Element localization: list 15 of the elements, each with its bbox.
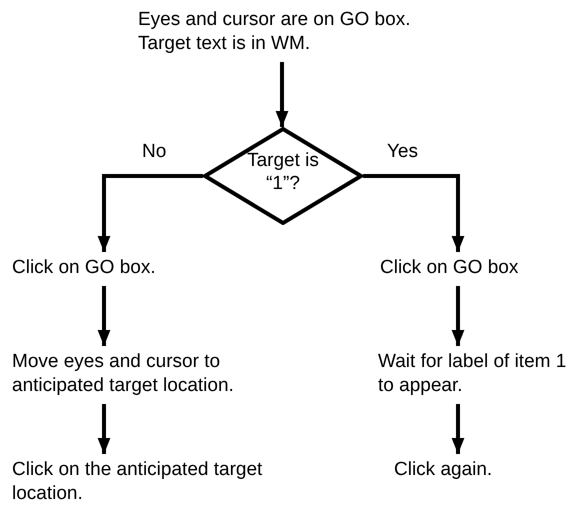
- arrow: [98, 404, 110, 454]
- arrow: [276, 62, 288, 127]
- arrow: [452, 286, 464, 346]
- step-text: Click on the anticipated target location.: [12, 458, 264, 506]
- step-text: Move eyes and cursor to anticipated target location.: [12, 350, 235, 398]
- arrow: [452, 404, 464, 454]
- decision-text: Target is “1”?: [247, 149, 319, 195]
- arrow: [98, 174, 203, 252]
- step-text: Click on GO box: [380, 256, 520, 280]
- step-text: Click again.: [394, 458, 494, 482]
- step-text: Eyes and cursor are on GO box. Target text is in WM.: [138, 8, 412, 56]
- step-text: Wait for label of item 1 to appear.: [378, 350, 568, 398]
- step-text: Click on GO box.: [12, 256, 157, 280]
- arrow: [363, 174, 464, 252]
- arrow: [98, 286, 110, 346]
